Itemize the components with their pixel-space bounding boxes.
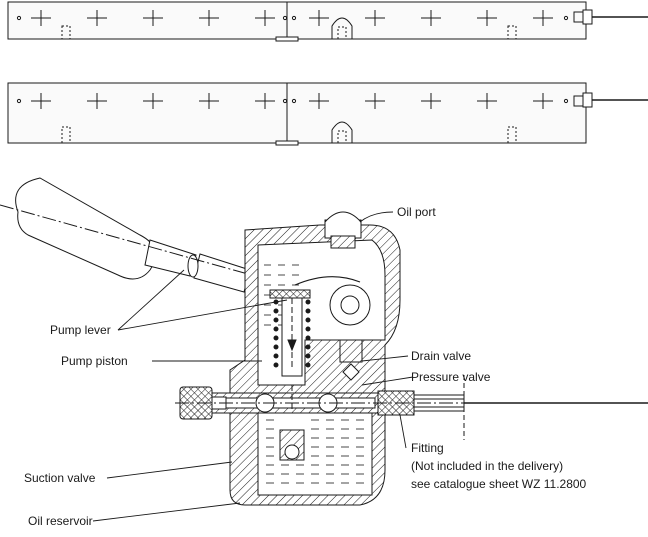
valve-channel xyxy=(209,385,391,414)
spring-coil xyxy=(305,326,311,332)
mounting-cross-mark xyxy=(309,10,329,26)
mounting-cross-mark xyxy=(533,10,553,26)
mounting-cross-mark xyxy=(255,93,275,109)
spring-coil xyxy=(273,317,279,323)
pump-body xyxy=(229,224,401,506)
suction-valve xyxy=(279,429,305,461)
rail-bottom xyxy=(7,82,648,146)
mounting-cross-mark xyxy=(533,93,553,109)
spring-coil xyxy=(305,344,311,350)
spring-coil xyxy=(305,362,311,368)
mounting-cross-mark xyxy=(421,10,441,26)
oil-port-cap xyxy=(324,211,362,249)
spring-coil xyxy=(305,299,311,305)
pump-lever-handle xyxy=(0,177,353,304)
rail-top xyxy=(7,1,648,42)
mounting-cross-mark xyxy=(143,93,163,109)
mounting-cross-mark xyxy=(31,10,51,26)
pump-assembly xyxy=(0,177,648,506)
mounting-cross-mark xyxy=(255,10,275,26)
spring-coil xyxy=(273,353,279,359)
spring-coil xyxy=(273,344,279,350)
spring-coil xyxy=(273,326,279,332)
mounting-cross-mark xyxy=(143,10,163,26)
label-pump-lever: Pump lever xyxy=(50,323,111,337)
mounting-cross-mark xyxy=(477,10,497,26)
mounting-cross-mark xyxy=(31,93,51,109)
fitting xyxy=(175,375,648,440)
label-oil-port: Oil port xyxy=(397,205,436,219)
label-pump-piston: Pump piston xyxy=(61,354,128,368)
spring-coil xyxy=(305,353,311,359)
label-drain-valve: Drain valve xyxy=(411,349,471,363)
mounting-cross-mark xyxy=(365,93,385,109)
label-pressure-valve: Pressure valve xyxy=(411,370,491,384)
spring-coil xyxy=(273,362,279,368)
mounting-cross-mark xyxy=(365,10,385,26)
spring-coil xyxy=(305,317,311,323)
pump-piston xyxy=(269,289,311,377)
label-oil-reservoir: Oil reservoir xyxy=(28,514,93,528)
lever-pivot xyxy=(294,276,371,326)
mounting-cross-mark xyxy=(199,93,219,109)
mounting-cross-mark xyxy=(199,10,219,26)
drain-valve xyxy=(339,339,363,381)
label-fitting-ref: see catalogue sheet WZ 11.2800 xyxy=(411,477,587,491)
mounting-cross-mark xyxy=(421,93,441,109)
labels: Oil port Pump lever Pump piston Drain va… xyxy=(24,205,587,528)
spring-coil xyxy=(273,335,279,341)
spring-coil xyxy=(273,308,279,314)
label-fitting: Fitting xyxy=(411,441,444,455)
spring-coil xyxy=(305,335,311,341)
mounting-cross-mark xyxy=(87,93,107,109)
label-suction-valve: Suction valve xyxy=(24,471,96,485)
mounting-cross-mark xyxy=(477,93,497,109)
spring-coil xyxy=(305,308,311,314)
label-fitting-note: (Not included in the delivery) xyxy=(411,459,563,473)
leader-lines xyxy=(92,211,414,522)
mounting-cross-mark xyxy=(309,93,329,109)
mounting-cross-mark xyxy=(87,10,107,26)
